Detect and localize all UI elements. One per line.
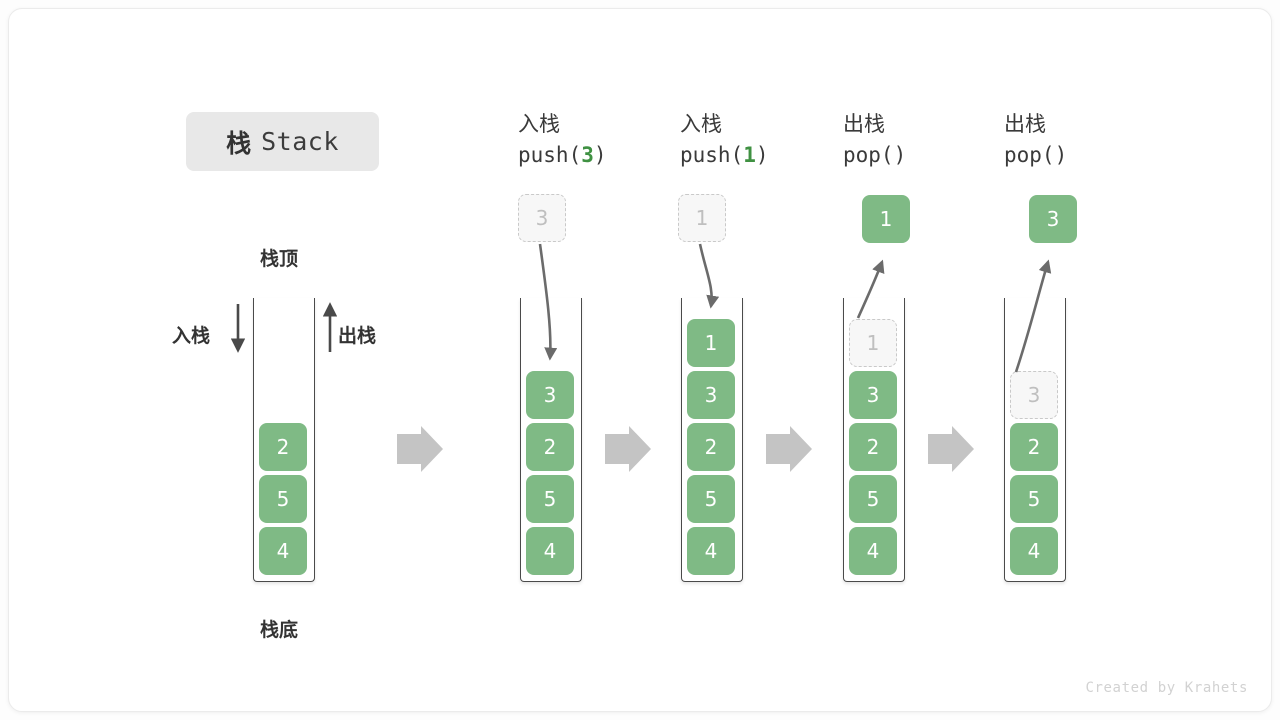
op-label-cn: 出栈 bbox=[843, 113, 885, 136]
stack-cell: 3 bbox=[849, 371, 897, 419]
title-cn: 栈 bbox=[226, 129, 252, 158]
op-label-code: pop() bbox=[843, 143, 906, 167]
footer-credit: Created by Krahets bbox=[1085, 680, 1248, 696]
stack-cell: 2 bbox=[526, 423, 574, 471]
ghost-cell-push-3: 3 bbox=[518, 194, 566, 242]
stack-cell: 4 bbox=[1010, 527, 1058, 575]
code-arg: 3 bbox=[581, 143, 594, 167]
code-suffix: ) bbox=[593, 143, 607, 167]
code-prefix: pop( bbox=[1004, 143, 1055, 167]
label-stack-bottom: 栈底 bbox=[260, 620, 299, 641]
op-label-cn: 入栈 bbox=[680, 113, 722, 136]
popped-cell-3: 3 bbox=[1029, 195, 1077, 243]
op-label-cn: 出栈 bbox=[1004, 113, 1046, 136]
code-prefix: push( bbox=[518, 143, 582, 167]
ghost-cell-pop-1: 1 bbox=[849, 319, 897, 367]
stack-cell: 5 bbox=[687, 475, 735, 523]
op-header-pop-1: 出栈 pop() bbox=[843, 108, 906, 167]
stack-cell: 5 bbox=[1010, 475, 1058, 523]
op-label-code: push(3) bbox=[518, 143, 607, 167]
stack-cell: 4 bbox=[259, 527, 307, 575]
popped-cell-1: 1 bbox=[862, 195, 910, 243]
title-en: Stack bbox=[261, 127, 339, 156]
label-stack-top: 栈顶 bbox=[260, 249, 299, 270]
code-suffix: ) bbox=[1054, 143, 1068, 167]
stack-cell: 5 bbox=[849, 475, 897, 523]
ghost-cell-push-1: 1 bbox=[678, 194, 726, 242]
ghost-cell-pop-3: 3 bbox=[1010, 371, 1058, 419]
stack-cell: 2 bbox=[849, 423, 897, 471]
op-header-push-1: 入栈 push(1) bbox=[680, 108, 769, 167]
stack-cell: 2 bbox=[687, 423, 735, 471]
stack-cell: 1 bbox=[687, 319, 735, 367]
label-push-side: 入栈 bbox=[172, 326, 211, 347]
stack-cell: 4 bbox=[849, 527, 897, 575]
stack-cell: 5 bbox=[259, 475, 307, 523]
code-prefix: push( bbox=[680, 143, 744, 167]
op-label-code: pop() bbox=[1004, 143, 1067, 167]
code-suffix: ) bbox=[893, 143, 907, 167]
stack-cell: 4 bbox=[526, 527, 574, 575]
stack-cell: 4 bbox=[687, 527, 735, 575]
code-prefix: pop( bbox=[843, 143, 894, 167]
stack-cell: 3 bbox=[687, 371, 735, 419]
stack-cell: 2 bbox=[259, 423, 307, 471]
code-arg: 1 bbox=[743, 143, 756, 167]
op-label-cn: 入栈 bbox=[518, 113, 560, 136]
op-header-push-3: 入栈 push(3) bbox=[518, 108, 607, 167]
op-label-code: push(1) bbox=[680, 143, 769, 167]
title-badge: 栈 Stack bbox=[186, 112, 379, 171]
label-pop-side: 出栈 bbox=[338, 326, 377, 347]
stack-cell: 2 bbox=[1010, 423, 1058, 471]
stack-cell: 3 bbox=[526, 371, 574, 419]
code-suffix: ) bbox=[755, 143, 769, 167]
stack-cell: 5 bbox=[526, 475, 574, 523]
op-header-pop-3: 出栈 pop() bbox=[1004, 108, 1067, 167]
